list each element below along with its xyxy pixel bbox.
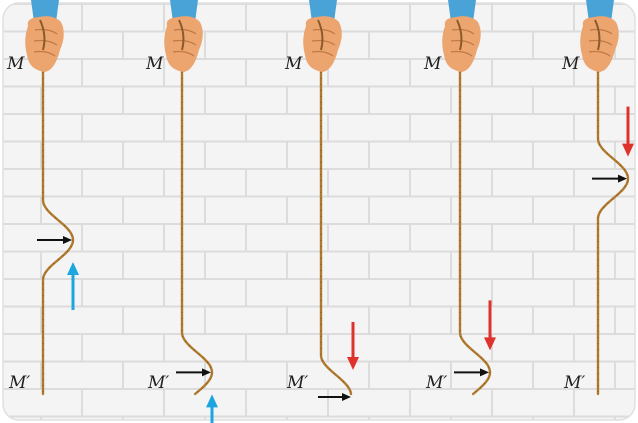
label-top: M xyxy=(6,54,25,74)
label-top: M xyxy=(145,54,164,74)
label-bottom: M′ xyxy=(563,373,585,393)
label-bottom: M′ xyxy=(8,373,30,393)
label-bottom: M′ xyxy=(286,373,308,393)
label-top: M xyxy=(423,54,442,74)
label-bottom: M′ xyxy=(147,373,169,393)
label-top: M xyxy=(284,54,303,74)
label-top: M xyxy=(561,54,580,74)
label-bottom: M′ xyxy=(425,373,447,393)
